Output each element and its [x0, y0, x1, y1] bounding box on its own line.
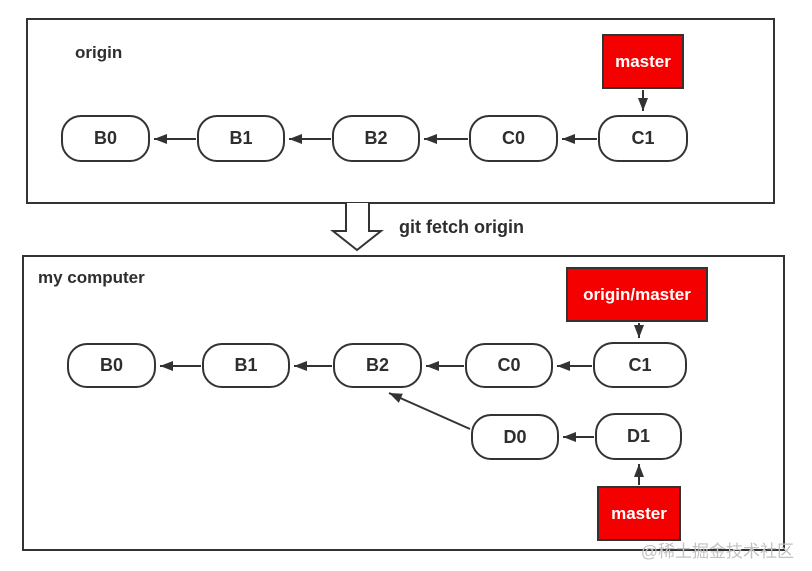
branch-label-local-master: master — [597, 486, 681, 541]
my-computer-panel-title: my computer — [38, 268, 145, 287]
commit-node-origin-c0: C0 — [469, 115, 558, 162]
git-fetch-command-label: git fetch origin — [399, 217, 524, 237]
commit-node-local-c1: C1 — [593, 342, 687, 388]
down-arrow-icon — [330, 203, 384, 252]
commit-node-local-d0: D0 — [471, 414, 559, 460]
branch-label-local-origin-master: origin/master — [566, 267, 708, 322]
origin-panel-title: origin — [75, 43, 123, 62]
branch-label-origin-master: master — [602, 34, 684, 89]
commit-node-local-b0: B0 — [67, 343, 156, 388]
commit-node-local-b2: B2 — [333, 343, 422, 388]
commit-node-origin-b1: B1 — [197, 115, 285, 162]
commit-node-origin-b2: B2 — [332, 115, 420, 162]
commit-node-local-d1: D1 — [595, 413, 682, 460]
watermark: @稀土掘金技术社区 — [640, 542, 794, 561]
commit-node-local-c0: C0 — [465, 343, 553, 388]
commit-node-origin-c1: C1 — [598, 115, 688, 162]
commit-node-local-b1: B1 — [202, 343, 290, 388]
commit-node-origin-b0: B0 — [61, 115, 150, 162]
